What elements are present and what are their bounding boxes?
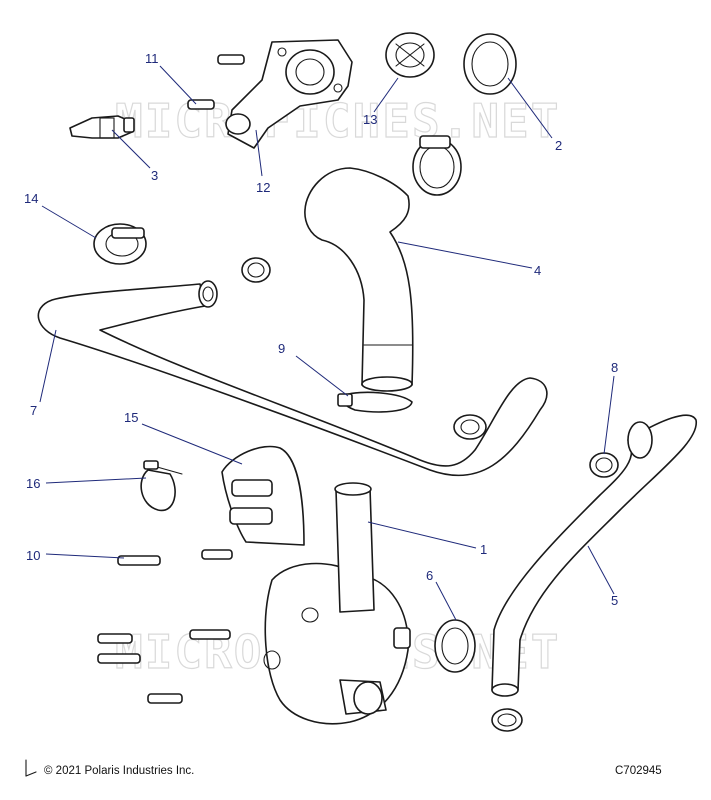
hose-clamp-7-right[interactable] <box>453 414 487 440</box>
watermark-top: MICROFICHES.NET <box>115 94 560 148</box>
callout-1: 1 <box>480 542 487 557</box>
callout-7: 7 <box>30 403 37 418</box>
callout-11: 11 <box>145 51 159 66</box>
part-6-seal-ring[interactable] <box>434 619 476 673</box>
callout-13: 13 <box>363 112 377 127</box>
copyright-text: © 2021 Polaris Industries Inc. <box>44 765 195 777</box>
callout-15: 15 <box>124 410 138 425</box>
callout-16: 16 <box>26 476 40 491</box>
callout-9: 9 <box>278 341 285 356</box>
callout-14: 14 <box>24 191 38 206</box>
part-4-hose[interactable] <box>304 167 414 392</box>
part-8-clamp[interactable] <box>589 452 619 478</box>
callout-8: 8 <box>611 360 618 375</box>
part-16-band-clamp[interactable] <box>140 460 183 512</box>
callouts: 11 12 13 2 3 14 4 9 8 7 15 16 1 10 6 5 <box>24 51 618 608</box>
callout-4: 4 <box>534 263 541 278</box>
part-9-clamp[interactable] <box>337 391 413 413</box>
callout-6: 6 <box>426 568 433 583</box>
part-7-hose[interactable] <box>37 280 548 477</box>
hose-clamp-upper[interactable] <box>412 135 462 196</box>
callout-3: 3 <box>151 168 158 183</box>
callout-12: 12 <box>256 180 270 195</box>
part-1-water-pump[interactable] <box>263 482 411 725</box>
part-13-thermostat[interactable] <box>385 32 435 78</box>
part-14-clamp[interactable] <box>93 223 147 265</box>
callout-10: 10 <box>26 548 40 563</box>
part-10-bolts[interactable] <box>97 549 233 704</box>
small-clamp-7[interactable] <box>241 257 271 283</box>
callout-2: 2 <box>555 138 562 153</box>
axis-indicator-icon <box>25 759 37 777</box>
part-15-cover[interactable] <box>221 445 305 546</box>
callout-5: 5 <box>611 593 618 608</box>
part-5-hose[interactable] <box>491 414 697 697</box>
hose-clamp-5-bottom[interactable] <box>491 708 523 732</box>
leader-lines <box>39 65 615 621</box>
part-12-thermostat-housing[interactable] <box>225 39 353 149</box>
part-3-sensor[interactable] <box>69 115 135 139</box>
part-2-seal-ring[interactable] <box>463 33 517 95</box>
figure-code: C702945 <box>615 765 662 777</box>
